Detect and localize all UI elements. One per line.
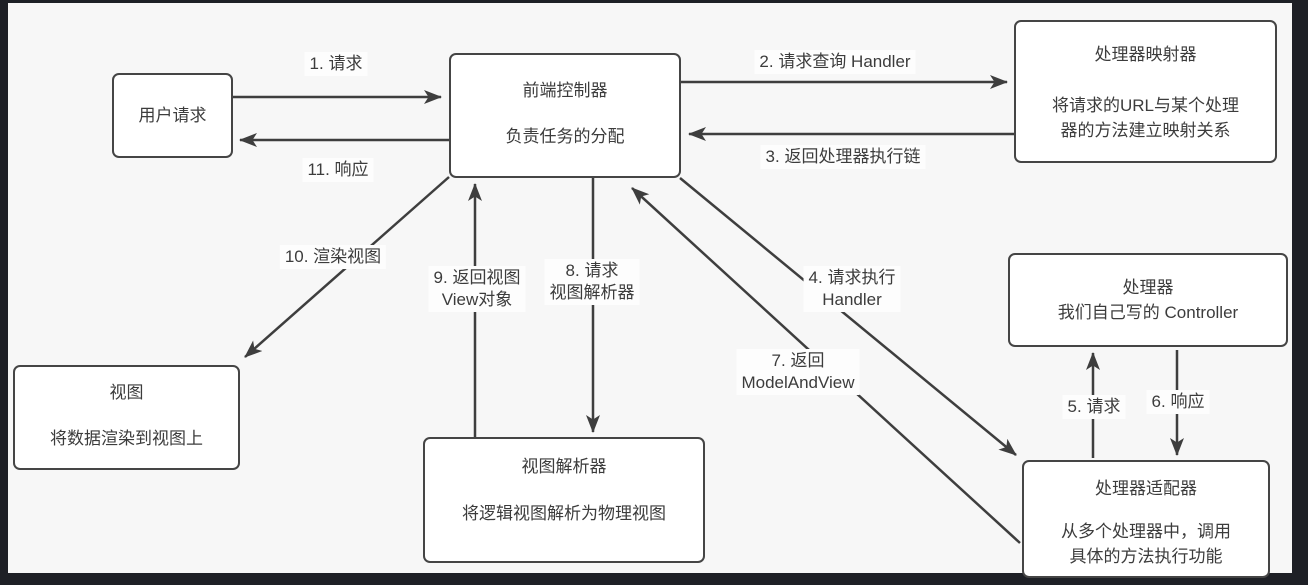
box-view-body: 将数据渲染到视图上	[50, 429, 203, 448]
box-handler-title: 处理器	[1122, 278, 1174, 297]
box-handler-adapter-body: 从多个处理器中，调用 具体的方法执行功能	[1061, 522, 1231, 566]
box-handler-mapping-body: 将请求的URL与某个处理 器的方法建立映射关系	[1051, 96, 1239, 140]
arrow-label-11: 11. 响应	[302, 158, 374, 182]
box-view-resolver-title: 视图解析器	[521, 457, 607, 476]
box-handler-adapter: 处理器适配器 从多个处理器中，调用 具体的方法执行功能	[1022, 460, 1270, 578]
box-view-resolver-body: 将逻辑视图解析为物理视图	[462, 504, 666, 523]
arrow-label-7: 7. 返回 ModelAndView	[736, 349, 860, 395]
box-front-controller-body: 负责任务的分配	[505, 127, 625, 146]
box-handler: 处理器 我们自己写的 Controller	[1008, 253, 1288, 347]
box-view: 视图 将数据渲染到视图上	[13, 365, 240, 470]
arrow-label-2: 2. 请求查询 Handler	[754, 50, 916, 74]
box-front-controller: 前端控制器 负责任务的分配	[449, 53, 681, 178]
arrow-label-6: 6. 响应	[1146, 390, 1210, 414]
arrow-label-5: 5. 请求	[1062, 395, 1126, 419]
box-view-resolver: 视图解析器 将逻辑视图解析为物理视图	[423, 437, 705, 563]
arrow-label-9: 9. 返回视图 View对象	[428, 266, 526, 312]
arrow-label-3: 3. 返回处理器执行链	[760, 145, 926, 169]
box-handler-mapping: 处理器映射器 将请求的URL与某个处理 器的方法建立映射关系	[1014, 20, 1277, 163]
box-handler-mapping-title: 处理器映射器	[1094, 45, 1197, 64]
arrow-label-1: 1. 请求	[304, 52, 368, 76]
arrow-label-10: 10. 渲染视图	[279, 245, 387, 269]
box-handler-adapter-title: 处理器适配器	[1095, 479, 1197, 498]
box-user-request-title: 用户请求	[138, 106, 207, 125]
box-user-request: 用户请求	[112, 73, 233, 158]
arrow-label-4: 4. 请求执行 Handler	[803, 266, 901, 312]
arrow-label-8: 8. 请求 视图解析器	[544, 259, 640, 305]
box-front-controller-title: 前端控制器	[522, 81, 608, 100]
box-handler-body: 我们自己写的 Controller	[1057, 303, 1239, 322]
arrow-4-execute-handler	[679, 177, 1017, 456]
box-view-title: 视图	[109, 383, 144, 402]
